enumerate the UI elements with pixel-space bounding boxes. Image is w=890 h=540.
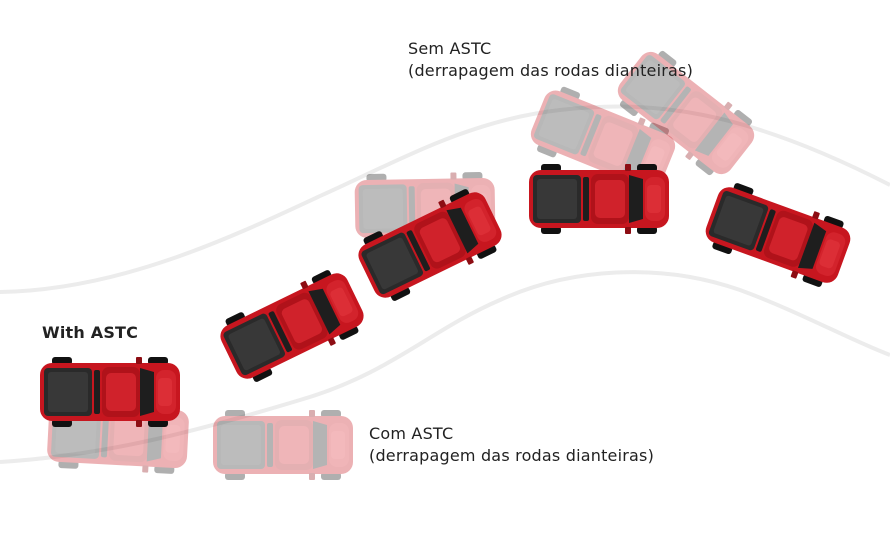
vehicle-2 [213,263,371,389]
without-astc-title: Sem ASTC [408,39,492,58]
without-astc-label: Sem ASTC (derrapagem das rodas dianteira… [408,38,693,82]
with-astc-label: With ASTC [42,322,138,344]
com-astc-title: Com ASTC [369,424,454,443]
with-astc-title: With ASTC [42,323,139,342]
com-astc-label: Com ASTC (derrapagem das rodas dianteira… [369,423,654,467]
without-astc-subtitle: (derrapagem das rodas dianteiras) [408,61,694,80]
vehicle-5 [700,178,856,292]
com-astc-subtitle: (derrapagem das rodas dianteiras) [369,446,655,465]
ghost-vehicle-slip-2 [213,410,353,480]
vehicle-1 [40,357,180,427]
vehicle-4 [529,164,669,234]
